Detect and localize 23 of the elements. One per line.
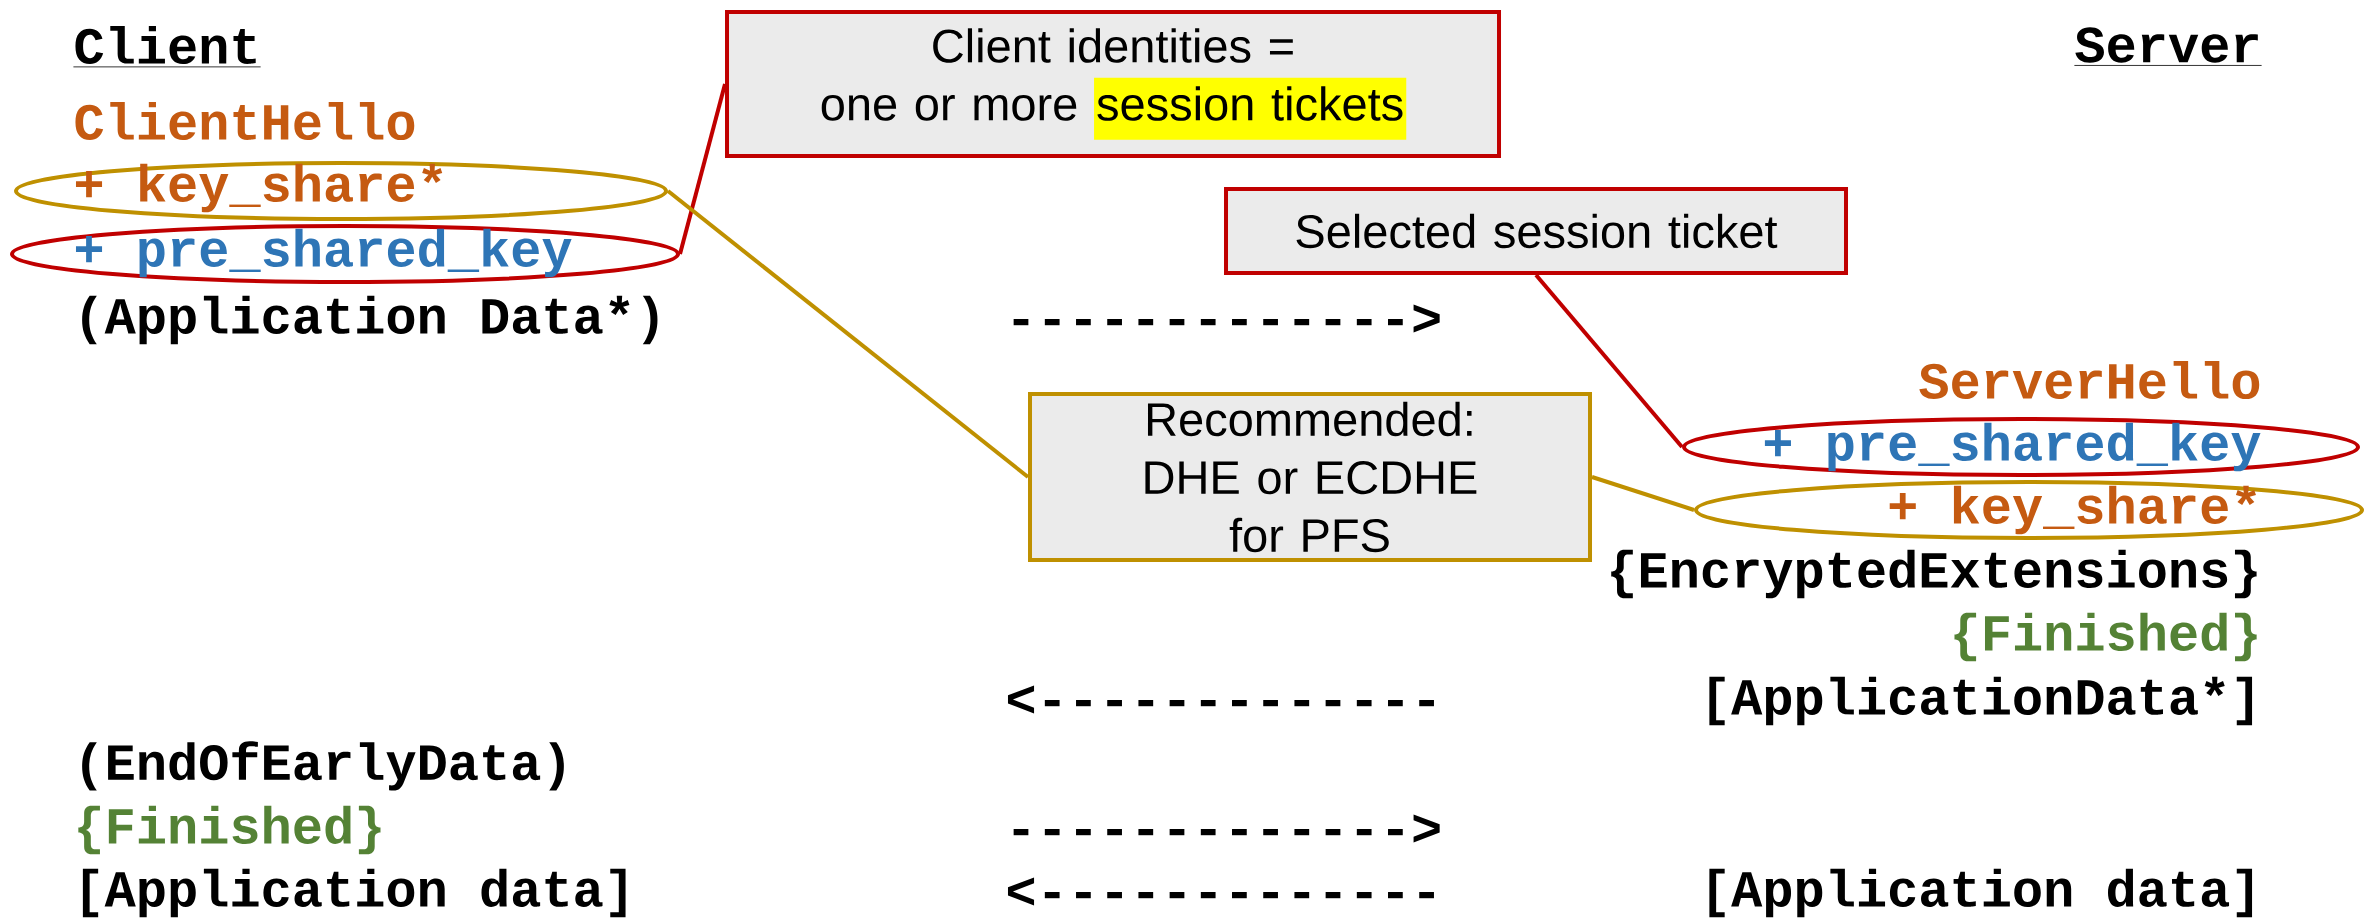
message-label: {Finished} bbox=[1954, 612, 2257, 662]
message-label: [Application data] bbox=[1709, 868, 2253, 918]
arrow-text: <------------- bbox=[1008, 877, 1434, 906]
message-label: ClientHello bbox=[75, 101, 415, 141]
leader-line bbox=[1591, 475, 1695, 512]
message-label: {EncryptedExtensions} bbox=[1611, 549, 2257, 599]
arrow-text: -------------> bbox=[1013, 814, 1440, 843]
callout-box: Client identities = one or more session tickets bbox=[725, 10, 1501, 158]
leader-line bbox=[666, 189, 1030, 479]
message-label: ServerHello bbox=[1919, 360, 2260, 400]
message-label: [ApplicationData*] bbox=[1709, 676, 2253, 726]
leader-line bbox=[678, 83, 727, 255]
message-label: (Application Data*) bbox=[82, 295, 658, 345]
column-heading: Client bbox=[73, 25, 262, 68]
message-label: {Finished} bbox=[78, 805, 381, 855]
column-heading: Server bbox=[2074, 27, 2262, 66]
arrow-text: <------------- bbox=[1008, 685, 1434, 714]
callout-box: Recommended: DHE or ECDHE for PFS bbox=[1028, 392, 1592, 562]
callout-box: Selected session ticket bbox=[1224, 187, 1848, 275]
message-label: (EndOfEarlyData) bbox=[82, 741, 564, 791]
leader-line bbox=[1534, 273, 1684, 449]
arrow-text: -------------> bbox=[1013, 304, 1440, 333]
message-label: [Application data] bbox=[82, 868, 626, 918]
